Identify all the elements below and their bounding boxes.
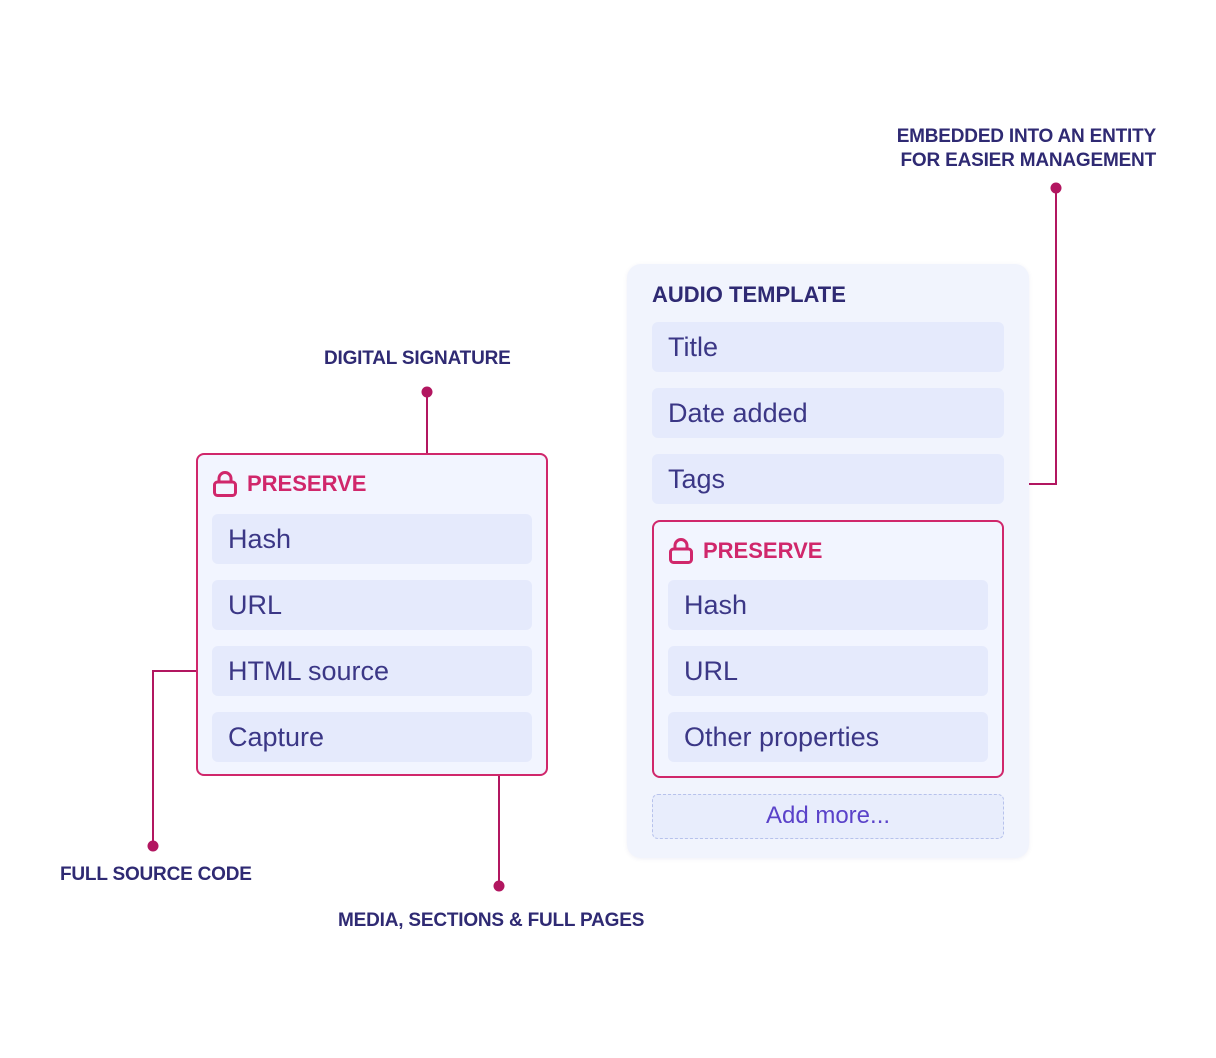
nested-preserve-title: PRESERVE bbox=[703, 538, 823, 563]
connector-dot bbox=[421, 386, 433, 398]
field-hash: Hash bbox=[212, 514, 532, 564]
nested-field-url: URL bbox=[668, 646, 988, 696]
audio-template-title: AUDIO TEMPLATE bbox=[652, 282, 846, 307]
annotation-digital-signature: DIGITAL SIGNATURE bbox=[324, 348, 511, 369]
field-capture: Capture bbox=[212, 712, 532, 762]
annotation-media-sections: MEDIA, SECTIONS & FULL PAGES bbox=[338, 910, 645, 931]
nested-field-hash: Hash bbox=[668, 580, 988, 630]
preserve-card: PRESERVE Hash URL HTML source Capture bbox=[196, 453, 548, 776]
annotation-embedded-line1: EMBEDDED INTO AN ENTITY bbox=[896, 126, 1157, 147]
add-more-button[interactable]: Add more... bbox=[652, 794, 1004, 839]
field-tags: Tags bbox=[652, 454, 1004, 504]
connector-dot bbox=[1050, 182, 1062, 194]
field-title: Title bbox=[652, 322, 1004, 372]
connector-dot bbox=[147, 840, 159, 852]
nested-preserve-header: PRESERVE bbox=[669, 538, 822, 564]
field-html-source: HTML source bbox=[212, 646, 532, 696]
audio-template-card: AUDIO TEMPLATE Title Date added Tags PRE… bbox=[627, 264, 1029, 858]
connector-dot bbox=[493, 880, 505, 892]
preserve-card-title: PRESERVE bbox=[247, 471, 367, 496]
lock-icon bbox=[669, 538, 693, 564]
nested-field-other-properties: Other properties bbox=[668, 712, 988, 762]
annotation-full-source-code: FULL SOURCE CODE bbox=[60, 864, 252, 885]
lock-icon bbox=[213, 471, 237, 497]
annotation-embedded: EMBEDDED INTO AN ENTITY FOR EASIER MANAG… bbox=[896, 125, 1157, 173]
field-url: URL bbox=[212, 580, 532, 630]
preserve-card-header: PRESERVE bbox=[213, 471, 366, 497]
field-date-added: Date added bbox=[652, 388, 1004, 438]
annotation-embedded-line2: FOR EASIER MANAGEMENT bbox=[900, 150, 1157, 171]
nested-preserve-card: PRESERVE Hash URL Other properties bbox=[652, 520, 1004, 778]
